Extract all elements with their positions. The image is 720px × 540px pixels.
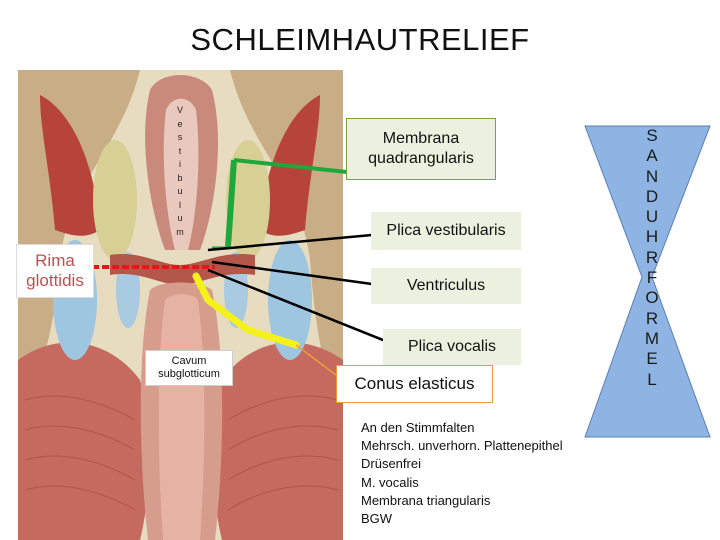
label-ventriculus: Ventriculus (371, 268, 521, 304)
note-item: BGW (361, 511, 393, 527)
sanduhr-letter: R (645, 308, 659, 328)
vestibulum-vertical-label: V e s t i b u l u m (174, 104, 186, 239)
note-item: M. vocalis (361, 474, 419, 490)
vestibulum-letter: t (178, 145, 182, 156)
vestibulum-letter: i (179, 159, 181, 169)
note-item: Mehrsch. unverhorn. Plattenepithel (361, 438, 563, 454)
pointer-ventriculus (211, 260, 373, 286)
sanduhr-letter: E (646, 349, 658, 369)
vestibulum-letter: V (176, 105, 183, 115)
orange-pointer-conus (295, 344, 337, 376)
vestibulum-letter: e (177, 118, 183, 129)
sanduhr-letter: N (645, 166, 659, 186)
sanduhr-letter: U (645, 207, 659, 227)
sanduhr-letter: R (645, 247, 659, 267)
note-item: An den Stimmfalten (361, 420, 475, 435)
label-membrana-quadrangularis: Membrana quadrangularis (346, 118, 496, 180)
sanduhr-letter: O (645, 288, 659, 308)
sanduhr-letter: A (646, 146, 658, 166)
sanduhrform-vertical-label: S A N D U H R F O R M E L (636, 126, 668, 390)
label-plica-vocalis: Plica vocalis (383, 329, 521, 365)
label-membrana-text: Membrana quadrangularis (368, 130, 474, 167)
page-title: SCHLEIMHAUTRELIEF (190, 22, 530, 57)
note-item: Drüsenfrei (361, 456, 421, 472)
label-plica-vestibularis-text: Plica vestibularis (386, 222, 506, 239)
note-item: Membrana triangularis (361, 492, 491, 508)
pointer-plica-vestibularis (207, 233, 373, 252)
larynx-cross-section (18, 70, 343, 540)
label-conus-text: Conus elasticus (354, 374, 475, 393)
green-pointer-left (225, 159, 237, 248)
vestibulum-letter: m (176, 226, 184, 237)
label-ventriculus-text: Ventriculus (406, 277, 486, 294)
label-plica-vocalis-text: Plica vocalis (407, 338, 497, 355)
label-conus-elasticus: Conus elasticus (336, 365, 493, 403)
sanduhr-letter: S (646, 126, 658, 145)
label-cavum-text: Cavum subglotticum (158, 355, 220, 380)
notes-list: An den Stimmfalten Mehrsch. unverhorn. P… (361, 419, 563, 528)
sanduhr-letter: H (645, 227, 659, 247)
sanduhr-letter: D (645, 186, 659, 206)
sanduhr-letter: L (647, 369, 657, 389)
sanduhr-letter: F (646, 268, 658, 288)
label-rima-text: Rima glottidis (26, 251, 84, 290)
label-cavum-subglotticum: Cavum subglotticum (145, 350, 233, 386)
vestibulum-letter: l (179, 199, 181, 210)
vestibulum-letter: u (177, 186, 183, 196)
green-pointer-right (233, 158, 348, 174)
vestibulum-letter: b (177, 172, 183, 183)
label-plica-vestibularis: Plica vestibularis (371, 212, 521, 250)
vestibulum-letter: s (177, 132, 183, 142)
sanduhr-letter: M (644, 328, 660, 348)
label-rima-glottidis: Rima glottidis (16, 244, 94, 298)
vestibulum-letter: u (177, 213, 183, 223)
pointer-plica-vocalis (207, 268, 399, 348)
yellow-conus-line (192, 272, 300, 349)
hourglass-shape (584, 125, 711, 438)
